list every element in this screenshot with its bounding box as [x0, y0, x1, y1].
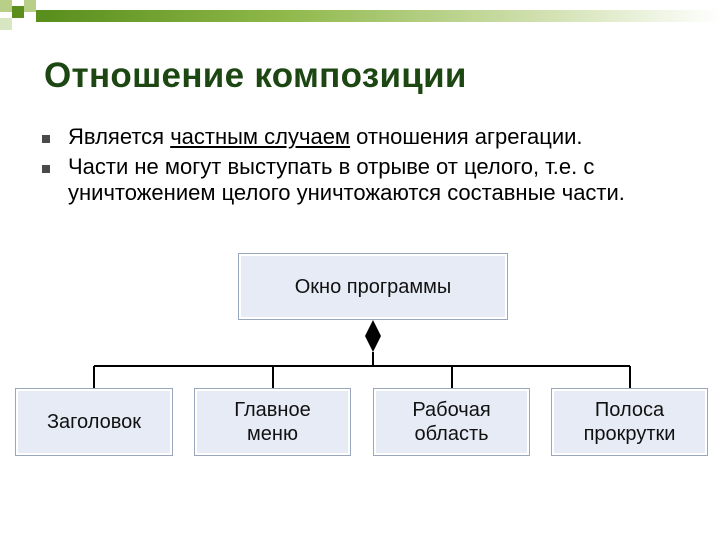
- bullet-list: Является частным случаем отношения агрег…: [40, 124, 700, 210]
- composition-diagram: Окно программы Заголовок Главное меню Ра…: [0, 250, 720, 470]
- square-bullet-icon: [42, 135, 50, 143]
- slide-title: Отношение композиции: [44, 56, 467, 95]
- bullet-text: Является: [68, 124, 171, 149]
- child-class-box: Полоса прокрутки: [551, 388, 708, 456]
- square-bullet-icon: [42, 165, 50, 173]
- deco-square: [0, 0, 12, 12]
- deco-square: [24, 0, 36, 12]
- child-class-box: Заголовок: [15, 388, 173, 456]
- composition-diamond-icon: [365, 320, 381, 352]
- deco-square: [0, 18, 12, 30]
- child-class-box: Рабочая область: [373, 388, 530, 456]
- bullet-text: Части не могут выступать в отрыве от цел…: [68, 154, 625, 205]
- connector-lines: [93, 320, 631, 388]
- deco-gradient-bar: [48, 10, 720, 22]
- parent-class-box: Окно программы: [238, 253, 508, 320]
- bullet-item: Части не могут выступать в отрыве от цел…: [40, 154, 700, 206]
- bullet-item: Является частным случаем отношения агрег…: [40, 124, 700, 150]
- child-class-box: Главное меню: [194, 388, 351, 456]
- decorative-header: [0, 0, 720, 30]
- deco-square: [36, 10, 48, 22]
- bullet-text: отношения агрегации.: [350, 124, 583, 149]
- underlined-phrase: частным случаем: [170, 124, 351, 149]
- deco-square: [12, 6, 24, 18]
